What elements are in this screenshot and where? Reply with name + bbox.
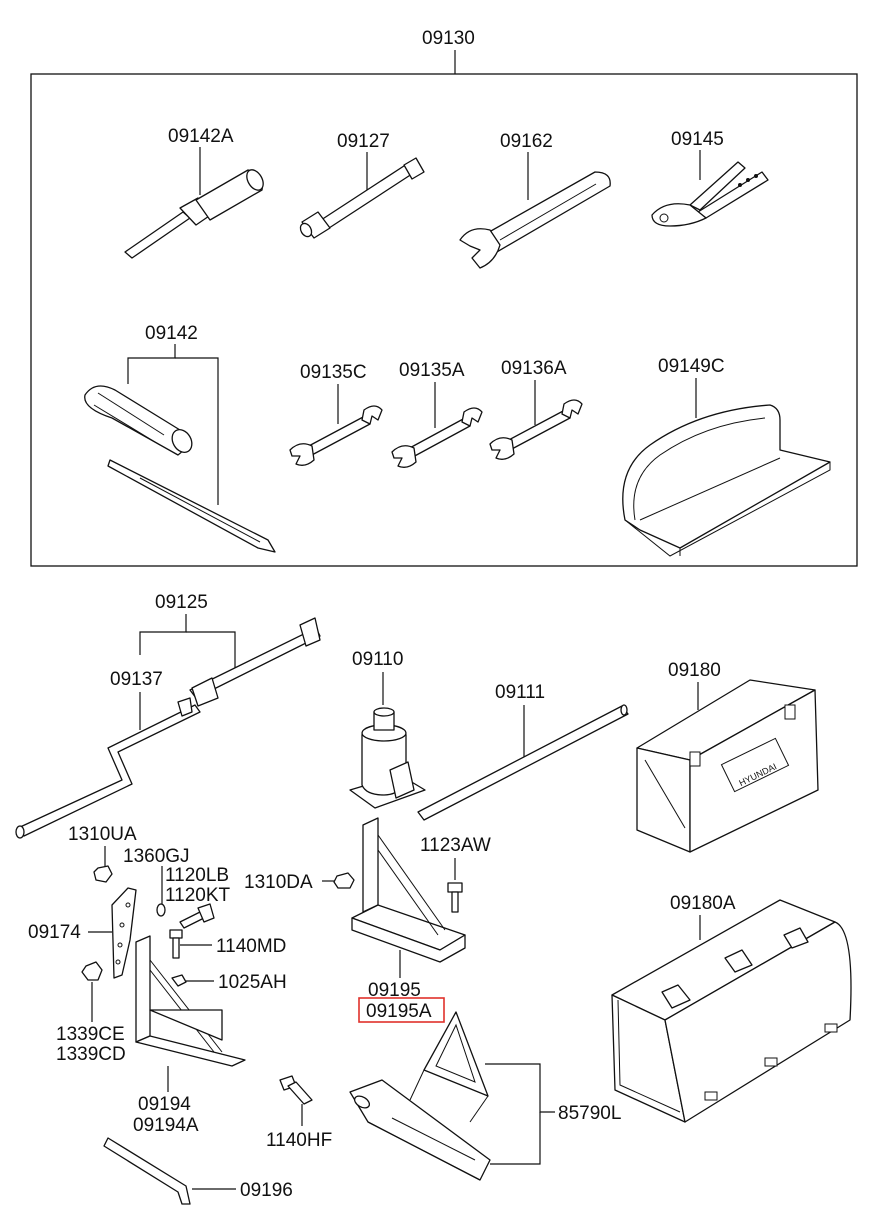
label-09111: 09111: [495, 682, 545, 703]
label-1025AH: 1025AH: [218, 972, 287, 993]
tool-bag-09149C: [622, 404, 831, 557]
leader-85790Lb: [490, 1112, 541, 1165]
label-1140MD: 1140MD: [216, 936, 286, 957]
bracket-09194: [135, 935, 246, 1067]
label-1310DA: 1310DA: [244, 872, 313, 893]
label-09137: 09137: [110, 669, 163, 690]
tool-box-09180: HYUNDAI: [636, 679, 819, 853]
label-09180: 09180: [668, 660, 721, 681]
label-1339CD: 1339CD: [56, 1044, 126, 1065]
leader-09125a: [139, 614, 187, 655]
label-09194: 09194: [138, 1094, 191, 1115]
label-85790L: 85790L: [558, 1103, 621, 1124]
bracket-09174: [111, 887, 137, 979]
leader-09125b: [186, 631, 236, 670]
label-1120LB: 1120LB: [165, 865, 229, 886]
spanner-09136A: [489, 399, 583, 460]
label-1310UA: 1310UA: [68, 824, 137, 845]
label-09194A: 09194A: [133, 1115, 199, 1136]
socket-wrench-09127: [299, 157, 425, 239]
label-09136A: 09136A: [501, 358, 567, 379]
label-1360GJ: 1360GJ: [123, 846, 190, 867]
label-1339CE: 1339CE: [56, 1024, 125, 1045]
screwdriver-09142A: [124, 169, 264, 259]
label-09180A: 09180A: [670, 893, 736, 914]
label-09110: 09110: [352, 649, 403, 670]
label-09195A: 09195A: [366, 1001, 432, 1022]
label-09142A: 09142A: [168, 126, 234, 147]
label-09127: 09127: [337, 131, 390, 152]
nut-1339: [81, 961, 103, 981]
bottle-jack-09110: [349, 707, 426, 809]
washer-1360GJ: [156, 903, 166, 917]
leader-85790La: [485, 1063, 555, 1113]
bracket-09195: [351, 817, 466, 963]
adjustable-wrench-09162: [459, 171, 611, 269]
tool-kit-frame: [30, 73, 858, 567]
label-09195: 09195: [368, 980, 421, 1001]
tool-box-09180A: [611, 899, 852, 1123]
label-1123AW: 1123AW: [420, 835, 491, 856]
label-09142: 09142: [145, 323, 198, 344]
label-09135C: 09135C: [300, 362, 367, 383]
leader-09142a: [127, 344, 176, 384]
bolt-1123AW: [447, 882, 463, 913]
nut-1025AH: [171, 974, 187, 987]
label-09145: 09145: [671, 129, 724, 150]
label-1120KT: 1120KT: [165, 885, 231, 906]
bolt-1140MD: [169, 929, 183, 959]
spanner-09135A: [391, 407, 483, 468]
hex-wrench-09196: [103, 1137, 191, 1205]
spanner-09135C: [289, 405, 383, 466]
label-09135A: 09135A: [399, 360, 465, 381]
nut-1310UA: [93, 865, 113, 883]
nut-1310DA: [333, 872, 355, 889]
bolt-1140HF: [279, 1075, 313, 1105]
label-09174: 09174: [28, 922, 81, 943]
label-09125: 09125: [155, 592, 208, 613]
label-1140HF: 1140HF: [266, 1130, 332, 1151]
label-09149C: 09149C: [658, 356, 725, 377]
screwdriver-09142: [84, 385, 276, 553]
warning-triangle-85790L: [349, 1011, 491, 1181]
leader-09142b: [175, 357, 219, 505]
label-09130: 09130: [422, 28, 475, 49]
label-09196: 09196: [240, 1180, 293, 1201]
bolt-1120: [179, 903, 215, 929]
jack-handle-09111: [417, 704, 629, 821]
wheel-brace-09137: [15, 617, 321, 839]
pliers-09145: [651, 161, 769, 227]
highlight-box-09195A: [358, 997, 445, 1023]
label-09162: 09162: [500, 131, 553, 152]
